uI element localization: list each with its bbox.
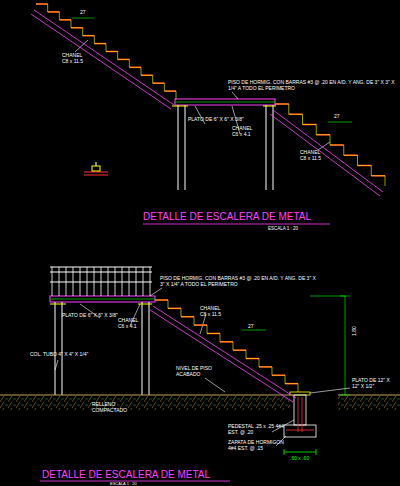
note-label: PEDESTAL .25 x .25 4#4 EST. @ .20 bbox=[228, 424, 288, 435]
note-label: CHANEL bbox=[300, 150, 340, 156]
note-label: PLATO DE 6" X 6" X 3/8" bbox=[188, 117, 248, 123]
note-label: 27 bbox=[334, 114, 354, 120]
note-label: C6 x 4.1 bbox=[118, 324, 158, 330]
note-label: CHANEL bbox=[232, 126, 272, 132]
note-label: NIVEL DE PISO ACABADO bbox=[176, 366, 226, 377]
note-label: .60 x .60 bbox=[290, 456, 320, 462]
note-label: ESCALA 1 : 20 bbox=[110, 482, 170, 486]
landing-top bbox=[172, 99, 276, 190]
note-label: PLATO DE 6" X 6" X 3/8" bbox=[62, 313, 122, 319]
stair-flight bbox=[150, 300, 298, 402]
note-label: C8 x 11.5 bbox=[200, 312, 240, 318]
leader-lines bbox=[55, 288, 350, 446]
note-label: PISO DE HORMIG. CON BARRAS #3 @ .20 EN A… bbox=[160, 276, 320, 287]
note-label: 27 bbox=[248, 324, 268, 330]
note-label: RELLENO COMPACTADO bbox=[92, 402, 142, 413]
note-label: C8 x 11.5 bbox=[62, 59, 102, 65]
drawing-title: DETALLE DE ESCALERA DE METAL bbox=[42, 469, 242, 480]
note-label: C8 x 11.5 bbox=[300, 156, 340, 162]
footing bbox=[284, 392, 316, 455]
section-symbol bbox=[84, 162, 108, 175]
landing-bottom bbox=[50, 267, 155, 395]
note-label: CHANEL bbox=[118, 318, 158, 324]
note-label: CHANEL bbox=[62, 53, 102, 59]
note-label: COL. TUBO 4" X 4" X 1/4" bbox=[30, 352, 110, 358]
note-label: 1.80 bbox=[352, 306, 358, 336]
note-label: ZAPATA DE HORMIGON 4#4 EST. @ .15 bbox=[228, 440, 288, 451]
dimension-line bbox=[310, 296, 350, 395]
stair-flight bbox=[31, 4, 176, 109]
stair-flight bbox=[270, 104, 385, 196]
drawing-title: DETALLE DE ESCALERA DE METAL bbox=[143, 211, 343, 222]
note-label: ESCALA 1 : 20 bbox=[268, 227, 328, 232]
note-label: PLATO DE 12" X 12" X 1/2" bbox=[352, 378, 398, 389]
note-label: CHANEL bbox=[200, 306, 240, 312]
note-label: PISO DE HORMIG. CON BARRAS #3 @ .20 EN A… bbox=[228, 80, 398, 91]
note-label: 27 bbox=[80, 10, 100, 16]
note-label: C6 x 4.1 bbox=[232, 132, 272, 138]
